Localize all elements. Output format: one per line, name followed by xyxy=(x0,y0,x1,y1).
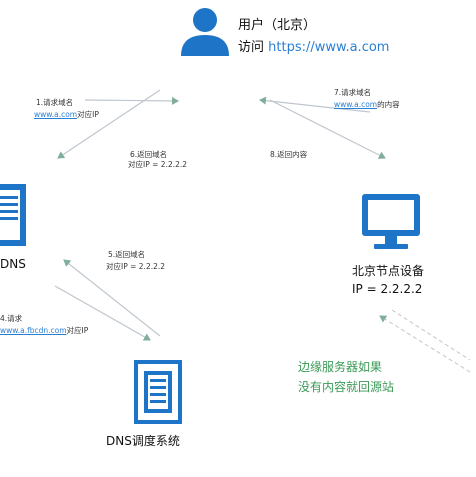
dns-scheduler-icon xyxy=(134,360,182,424)
user-name: 用户（北京） xyxy=(238,18,317,33)
step1-suffix: 对应IP xyxy=(77,110,99,119)
step5-title: 5.返回域名 xyxy=(108,250,146,259)
step4-suffix: 对应IP xyxy=(66,326,89,335)
dns-server-icon xyxy=(0,184,26,246)
visit-url[interactable]: https://www.a.com xyxy=(268,40,390,55)
step8-title: 8.返回内容 xyxy=(270,150,308,159)
dns-scheduler-label: DNS调度系统 xyxy=(106,434,180,448)
edge-monitor-icon xyxy=(362,194,420,249)
step6-ip: 对应IP = 2.2.2.2 xyxy=(128,160,188,169)
step7-url[interactable]: www.a.com xyxy=(334,100,378,109)
user-visit-line: 访问 https://www.a.com xyxy=(238,36,389,55)
step4-detail: www.a.fbcdn.com对应IP xyxy=(0,326,88,336)
step6-title: 6.返回域名 xyxy=(130,150,168,159)
step7-title: 7.请求域名 xyxy=(334,88,372,97)
origin-note-line2: 没有内容就回源站 xyxy=(298,380,395,394)
step1-url[interactable]: www.a.com xyxy=(34,110,78,119)
step7-detail: www.a.com的内容 xyxy=(334,100,400,110)
arrow-step7 xyxy=(269,99,386,159)
edge-node-ip: IP = 2.2.2.2 xyxy=(352,282,423,296)
step5-ip: 对应IP = 2.2.2.2 xyxy=(106,262,166,271)
step4-title: 4.请求 xyxy=(0,314,23,323)
arrow-origin-dashed-a xyxy=(379,315,471,373)
arrow-origin-dashed-b xyxy=(391,309,471,361)
origin-note-line1: 边缘服务器如果 xyxy=(298,360,383,374)
dns-label: DNS xyxy=(0,257,26,271)
user-icon xyxy=(181,8,229,56)
visit-prefix: 访问 xyxy=(238,40,265,55)
edge-node-name: 北京节点设备 xyxy=(352,264,425,278)
step7-suffix: 的内容 xyxy=(377,100,400,109)
step4-url[interactable]: www.a.fbcdn.com xyxy=(0,326,67,335)
arrow-step6 xyxy=(57,89,161,159)
step1-detail: www.a.com对应IP xyxy=(34,110,99,120)
arrow-step5 xyxy=(63,259,161,337)
arrow-step8 xyxy=(259,96,371,113)
arrow-step1 xyxy=(84,96,179,105)
arrow-step4 xyxy=(54,285,151,341)
step1-title: 1.请求域名 xyxy=(36,98,74,107)
